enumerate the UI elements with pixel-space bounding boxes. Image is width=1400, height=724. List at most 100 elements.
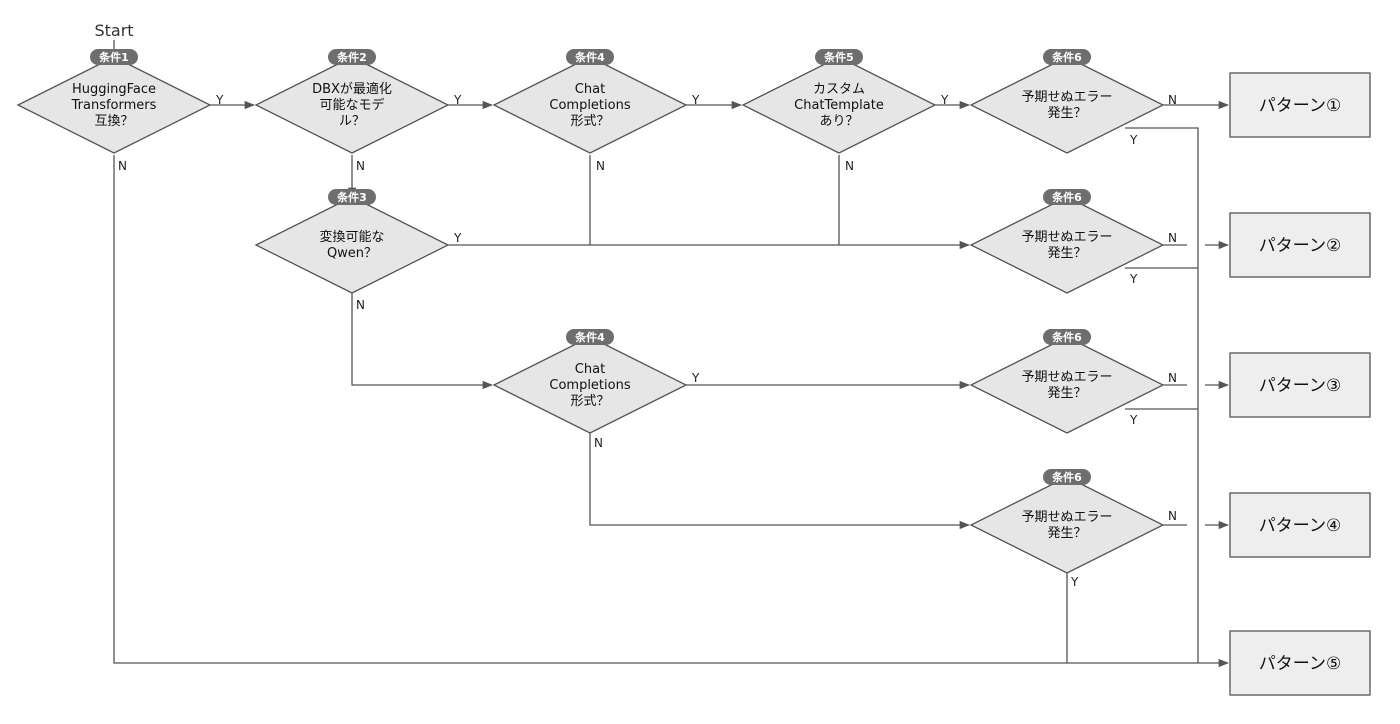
decision-diamond	[254, 196, 450, 294]
condition-badge-label: 条件6	[1051, 470, 1082, 484]
condition-text-line: 発生？	[1047, 386, 1086, 401]
edge-label-y: Y	[453, 231, 462, 245]
edge-label-n: N	[596, 159, 605, 173]
condition-badge	[328, 189, 376, 205]
pattern-label: パターン⑤	[1259, 654, 1341, 674]
condition-text-line: 形式？	[570, 394, 609, 409]
start-label: Start	[94, 21, 133, 40]
condition-badge	[815, 49, 863, 65]
condition-badge-label: 条件4	[574, 50, 605, 64]
condition-badge	[1043, 49, 1091, 65]
condition-text-line: 可能なモデ	[319, 97, 384, 113]
condition-text-line: 発生？	[1047, 526, 1086, 541]
pattern-box-1: パターン①	[1229, 72, 1371, 138]
condition-text-line: HuggingFace	[72, 82, 156, 97]
edge-label-n: N	[118, 159, 127, 173]
edge-label-n: N	[594, 436, 603, 450]
condition-text-line: 予期せぬエラー	[1021, 510, 1112, 525]
connectors	[109, 40, 1230, 668]
pattern-label: パターン②	[1259, 236, 1341, 256]
condition-text-line: 発生？	[1047, 246, 1086, 261]
condition-text-line: 予期せぬエラー	[1021, 370, 1112, 385]
pattern-box-4: パターン④	[1229, 492, 1371, 558]
condition-text-line: Chat	[575, 82, 605, 97]
pattern-label: パターン④	[1259, 516, 1341, 536]
edge-c4b-c6d	[589, 433, 971, 530]
edge-label-y: Y	[691, 93, 700, 107]
decision-diamond	[16, 56, 212, 154]
condition-badge	[1043, 469, 1091, 485]
pattern-box-3: パターン③	[1229, 352, 1371, 418]
condition-text-line: Completions	[549, 378, 630, 393]
edge-label-n: N	[1168, 93, 1177, 107]
decision-diamond	[969, 336, 1165, 434]
edge-label-y: Y	[1129, 133, 1138, 147]
edge-c3-c4b	[351, 293, 494, 390]
condition-badge-label: 条件4	[574, 330, 605, 344]
condition-text-line: 予期せぬエラー	[1021, 230, 1112, 245]
edge-label-n: N	[1168, 509, 1177, 523]
condition-badge	[1043, 329, 1091, 345]
condition-badge-label: 条件3	[336, 190, 367, 204]
condition-text-line: ChatTemplate	[794, 98, 884, 113]
condition-text-line: DBXが最適化	[312, 81, 392, 97]
pattern-boxes: パターン① パターン② パターン③ パターン④ パターン⑤	[1229, 72, 1371, 696]
condition-badge-label: 条件6	[1051, 190, 1082, 204]
decision-diamond	[969, 196, 1165, 294]
pattern-label: パターン③	[1259, 376, 1341, 396]
edge-label-y: Y	[1070, 575, 1079, 589]
edge-label-n: N	[1168, 231, 1177, 245]
decision-diamond	[741, 56, 937, 154]
condition-badge	[90, 49, 138, 65]
edge-label-y: Y	[1129, 413, 1138, 427]
condition-text-line: 変換可能な	[319, 229, 384, 245]
decision-diamond	[254, 56, 450, 154]
edge-label-y: Y	[940, 93, 949, 107]
condition-badge	[328, 49, 376, 65]
edge-c1-p5	[113, 155, 1230, 668]
condition-text-line: 予期せぬエラー	[1021, 90, 1112, 105]
decision-diamond	[492, 56, 688, 154]
edge-labels: Y Y Y Y N Y N N N N Y N Y N Y N Y N N Y	[118, 93, 1177, 589]
condition-text-line: カスタム	[813, 82, 865, 97]
edge-label-n: N	[356, 298, 365, 312]
condition-badge	[1043, 189, 1091, 205]
edge-label-y: Y	[691, 371, 700, 385]
condition-text-line: あり？	[819, 114, 858, 129]
pattern-label: パターン①	[1259, 96, 1341, 116]
condition-text-line: 発生？	[1047, 106, 1086, 121]
edge-label-y: Y	[1129, 272, 1138, 286]
condition-badge-label: 条件6	[1051, 330, 1082, 344]
decision-diamond	[969, 476, 1165, 574]
edge-label-y: Y	[215, 93, 224, 107]
condition-text-line: ル？	[339, 114, 365, 129]
decision-nodes: 条件1HuggingFaceTransformers互換？条件2DBXが最適化可…	[16, 49, 1165, 574]
condition-text-line: Completions	[549, 98, 630, 113]
decision-diamond	[492, 336, 688, 434]
edge-label-n: N	[356, 159, 365, 173]
condition-text-line: 形式？	[570, 114, 609, 129]
pattern-box-5: パターン⑤	[1229, 630, 1371, 696]
edge-label-y: Y	[453, 93, 462, 107]
condition-badge-label: 条件6	[1051, 50, 1082, 64]
condition-badge-label: 条件2	[336, 50, 367, 64]
condition-badge-label: 条件1	[98, 50, 129, 64]
condition-badge-label: 条件5	[823, 50, 854, 64]
edge-label-n: N	[1168, 371, 1177, 385]
condition-badge	[566, 49, 614, 65]
condition-badge	[566, 329, 614, 345]
decision-diamond	[969, 56, 1165, 154]
condition-text-line: Transformers	[71, 98, 157, 113]
pattern-box-2: パターン②	[1229, 212, 1371, 278]
edge-c6a-y	[1125, 127, 1199, 663]
